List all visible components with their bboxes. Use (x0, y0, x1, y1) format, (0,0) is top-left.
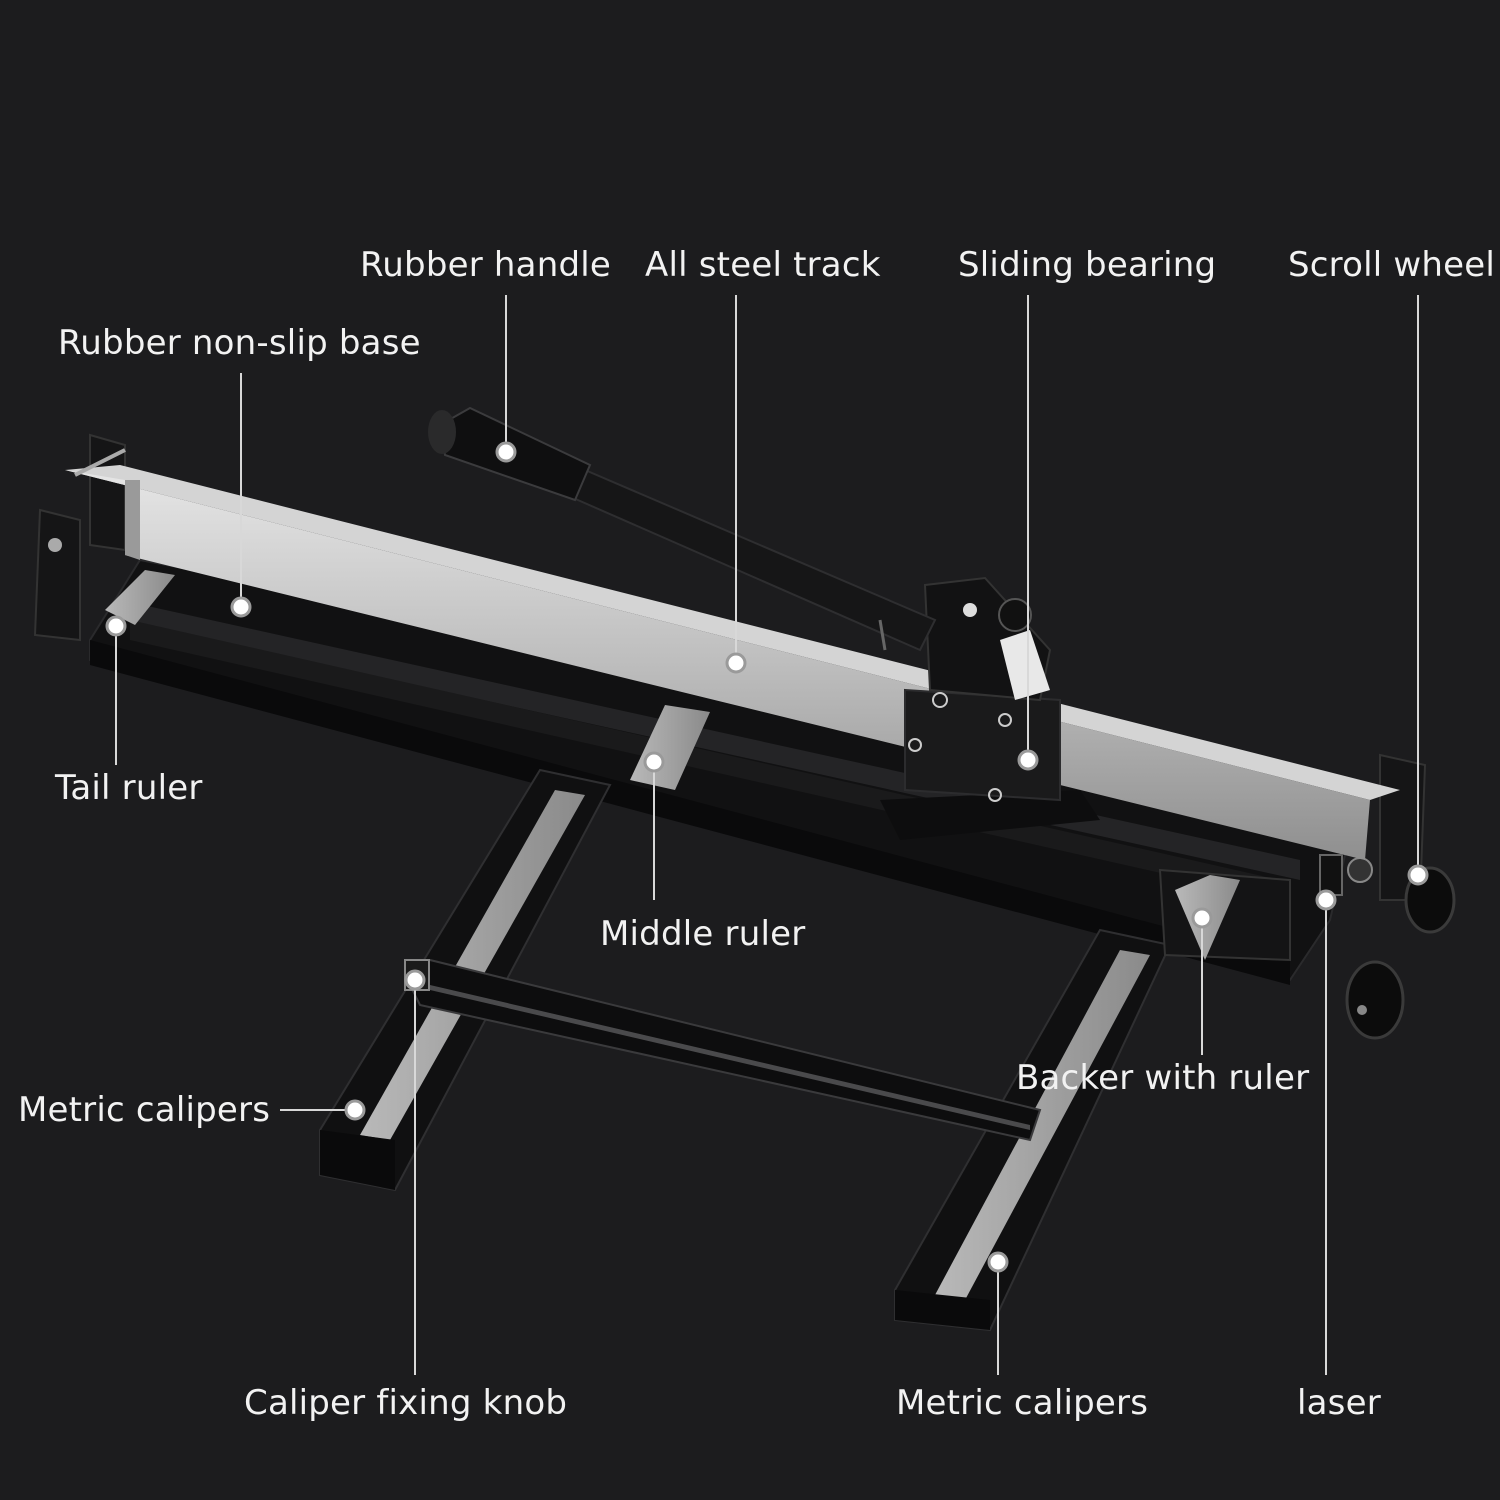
cutting-carriage (880, 576, 1100, 840)
dot-metric-calipers-right (987, 1251, 1009, 1273)
dot-all-steel-track (725, 652, 747, 674)
label-laser: laser (1297, 1383, 1381, 1423)
tail-ruler-illustration (105, 570, 175, 625)
label-rubber-handle: Rubber handle (360, 245, 611, 285)
dot-laser (1315, 889, 1337, 911)
label-scroll-wheel: Scroll wheel (1288, 245, 1496, 285)
dot-tail-ruler (105, 615, 127, 637)
leader-lines (115, 295, 1419, 1375)
dot-sliding-bearing (1017, 749, 1039, 771)
label-metric-calipers-left: Metric calipers (18, 1090, 271, 1130)
label-middle-ruler: Middle ruler (600, 914, 806, 954)
label-caliper-fixing-knob: Caliper fixing knob (244, 1383, 568, 1423)
dot-metric-calipers-left (344, 1099, 366, 1121)
dot-backer-with-ruler (1191, 907, 1213, 929)
laser-unit (1319, 854, 1343, 896)
label-metric-calipers-right: Metric calipers (896, 1383, 1149, 1423)
dot-rubber-base (230, 596, 252, 618)
label-backer-with-ruler: Backer with ruler (1016, 1058, 1310, 1098)
callout-dots (105, 441, 1429, 1273)
label-sliding-bearing: Sliding bearing (958, 245, 1217, 285)
label-tail-ruler: Tail ruler (55, 768, 203, 808)
dot-middle-ruler (643, 751, 665, 773)
label-rubber-base: Rubber non-slip base (58, 323, 421, 363)
dot-caliper-fixing-knob (404, 969, 426, 991)
label-all-steel-track: All steel track (645, 245, 881, 285)
dot-rubber-handle (495, 441, 517, 463)
caliper-arms (319, 768, 1291, 1332)
dot-scroll-wheel (1407, 864, 1429, 886)
